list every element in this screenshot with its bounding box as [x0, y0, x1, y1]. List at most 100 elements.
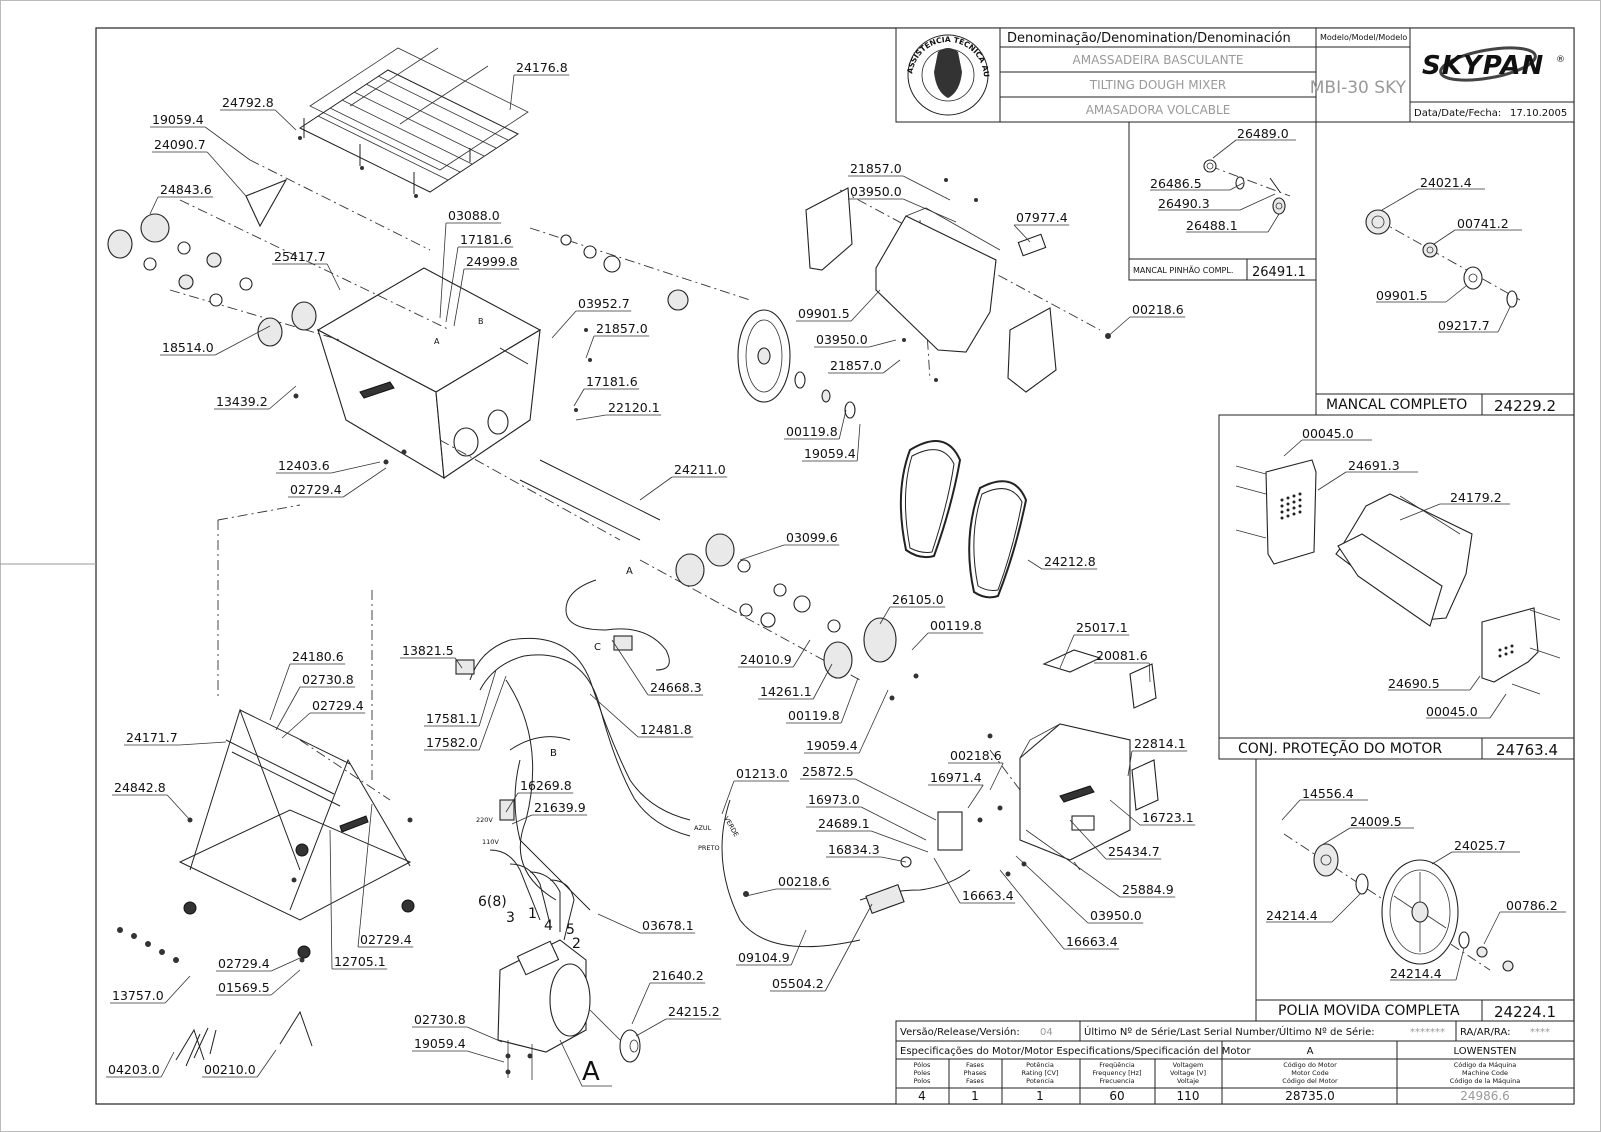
part-label: 21640.2	[652, 968, 704, 983]
part-label: 02730.8	[302, 672, 354, 687]
part-label: 24668.3	[650, 680, 702, 695]
leader-line	[215, 325, 271, 356]
leader-line	[597, 913, 641, 934]
leader-line	[881, 856, 907, 863]
leader-line	[1105, 316, 1131, 339]
leader-line	[824, 903, 873, 992]
leader-line	[790, 929, 807, 966]
header-frequency: Freqüência	[1099, 1061, 1135, 1069]
part-label: 19059.4	[414, 1036, 466, 1051]
part-label: 09901.5	[1376, 288, 1428, 303]
header-machine-code: Machine Code	[1462, 1069, 1508, 1077]
part-label: 25884.9	[1122, 882, 1174, 897]
leader-line	[511, 814, 533, 825]
part-label: 00119.8	[930, 618, 982, 633]
part-label: 00045.0	[1426, 704, 1478, 719]
part-label: 12705.1	[334, 954, 386, 969]
part-label: 24214.4	[1390, 966, 1442, 981]
leader-line	[1025, 829, 1121, 898]
header-frequency: Frecuencia	[1100, 1077, 1135, 1085]
wire-label: AZUL	[694, 824, 712, 832]
ra-label: RA/AR/RA:	[1460, 1027, 1511, 1038]
part-label: 03099.6	[786, 530, 838, 545]
header-motor-code: Motor Code	[1291, 1069, 1329, 1077]
wire-number: 1	[528, 906, 537, 922]
part-label: 04203.0	[108, 1062, 160, 1077]
mancal-pinhao-label: MANCAL PINHÃO COMPL.	[1133, 265, 1233, 275]
part-label: 24792.8	[222, 95, 274, 110]
header-power: Potência	[1026, 1061, 1054, 1069]
part-label: 18514.0	[162, 340, 214, 355]
motor-spec-table: Versão/Release/Versión: 04 Último Nº de …	[895, 1020, 1575, 1105]
leader-line	[179, 741, 227, 746]
name-es: AMASADORA VOLCABLE	[1086, 103, 1231, 117]
part-label: 19059.4	[152, 112, 204, 127]
leader-line	[509, 74, 515, 111]
part-label: 24214.4	[1266, 908, 1318, 923]
leader-line	[850, 289, 881, 322]
leader-line	[331, 461, 381, 474]
protecao-motor-label: CONJ. PROTEÇÃO DO MOTOR	[1238, 740, 1442, 757]
part-label: 21857.0	[596, 321, 648, 336]
part-label: 05504.2	[772, 976, 824, 991]
header-power: Rating [CV]	[1021, 1069, 1058, 1077]
leader-line	[745, 888, 777, 897]
power-plug	[865, 884, 905, 914]
part-label: 01213.0	[736, 766, 788, 781]
date-value: 17.10.2005	[1510, 108, 1567, 119]
part-label: 09104.9	[738, 950, 790, 965]
part-label: 13821.5	[402, 643, 454, 658]
leader-line	[505, 792, 519, 813]
part-label: 03088.0	[448, 208, 500, 223]
leader-line	[879, 606, 891, 625]
grid-lid	[298, 47, 529, 194]
mixer-stand	[178, 708, 415, 959]
part-label: 24689.1	[818, 816, 870, 831]
leader-line	[478, 675, 507, 751]
part-label: 24215.2	[668, 1004, 720, 1019]
part-label: 00210.0	[204, 1062, 256, 1077]
serial-label: Último Nº de Série/Last Serial Number/Úl…	[1084, 1025, 1375, 1038]
part-label: 24180.6	[292, 649, 344, 664]
part-label: 00045.0	[1302, 426, 1354, 441]
mancal-pinhao-box: MANCAL PINHÃO COMPL. 26491.1 26489.0 264…	[1128, 121, 1317, 281]
leader-line	[838, 409, 847, 440]
part-label: 03950.0	[1090, 908, 1142, 923]
part-label: 02729.4	[218, 956, 270, 971]
leader-line	[326, 263, 341, 291]
leader-line	[903, 198, 957, 223]
part-label: 07977.4	[1016, 210, 1068, 225]
seal-text: ASSISTÊNCIA TÉCNICA AUTORIZADA	[0, 0, 991, 78]
part-label: 00119.8	[786, 424, 838, 439]
leader-line	[439, 222, 447, 319]
leader-line	[1013, 224, 1031, 243]
leader-line	[911, 632, 929, 651]
polia-movida-label: POLIA MOVIDA COMPLETA	[1278, 1003, 1460, 1019]
polia-movida-box: POLIA MOVIDA COMPLETA 24224.1 14556.4 24…	[1255, 758, 1575, 1022]
part-label: 25017.1	[1076, 620, 1128, 635]
wire-label: 220V	[476, 816, 493, 824]
leader-line	[1069, 819, 1107, 860]
leader-line	[551, 310, 577, 339]
leader-line	[639, 476, 673, 501]
name-pt: AMASSADEIRA BASCULANTE	[1073, 53, 1244, 67]
leader-line	[454, 657, 463, 669]
header-phases: Fases	[966, 1061, 985, 1069]
leader-line	[467, 1050, 505, 1063]
header-voltage: Voltaje	[1177, 1077, 1199, 1085]
header-power: Potencia	[1026, 1077, 1054, 1085]
leader-line	[989, 762, 1004, 791]
poles-value: 4	[918, 1089, 926, 1103]
leader-line	[856, 423, 861, 462]
part-label: 24010.9	[740, 652, 792, 667]
leader-line	[999, 869, 1065, 950]
mixer-bowl	[316, 267, 542, 480]
part-label: 02729.4	[312, 698, 364, 713]
header-poles: Poles	[914, 1069, 931, 1077]
leader-line	[869, 339, 897, 348]
leader-line	[589, 693, 639, 738]
wire-label: VERDE	[722, 815, 740, 838]
part-label: 00119.8	[788, 708, 840, 723]
authorized-service-seal: ASSISTÊNCIA TÉCNICA AUTORIZADA	[0, 0, 991, 116]
part-label: 03950.0	[816, 332, 868, 347]
